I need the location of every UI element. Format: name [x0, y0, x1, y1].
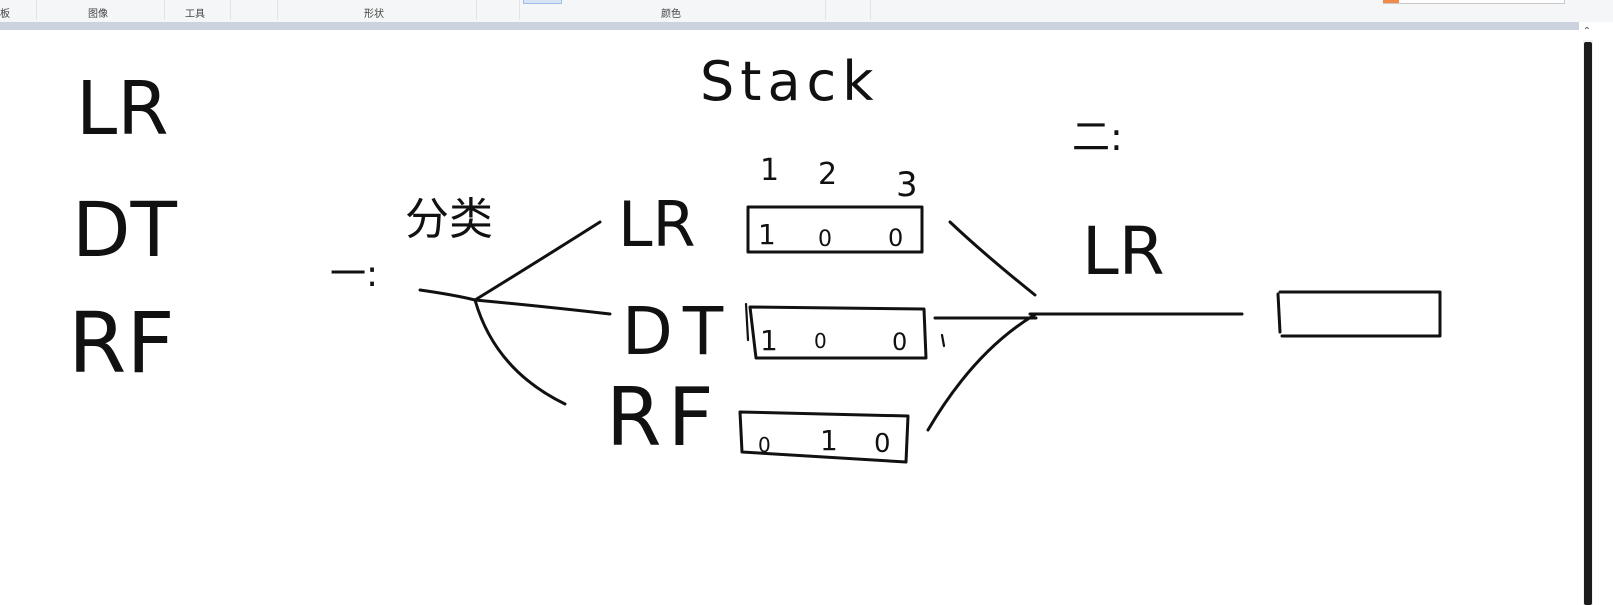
ribbon-separator [825, 0, 826, 20]
ribbon-separator [36, 0, 37, 20]
dt-cell-2: 0 [814, 329, 827, 353]
output-box-left-edge [1276, 292, 1282, 334]
dt-cell-3: 0 [892, 328, 907, 356]
output-box [1278, 290, 1442, 338]
column-header-1: 1 [760, 153, 779, 188]
lr-cell-3: 0 [888, 224, 903, 252]
ribbon-separator [277, 0, 278, 20]
prediction-box-rf [738, 410, 910, 464]
ribbon-separator [164, 0, 165, 20]
dt-right-tick [940, 333, 946, 348]
ribbon-group-clipboard-label: 板 [0, 9, 10, 20]
section-one-marker: 一: [330, 254, 378, 295]
model-label-lr: LR [618, 188, 696, 261]
prediction-box-dt [748, 305, 928, 360]
prediction-box-lr [746, 205, 924, 254]
meta-model-label: LR [1082, 213, 1165, 290]
left-label-dt: DT [72, 185, 178, 274]
rf-cell-1: 0 [758, 433, 771, 457]
root-stroke [418, 288, 477, 302]
ribbon-separator [230, 0, 231, 20]
column-header-2: 2 [818, 157, 837, 192]
lr-cell-1: 1 [758, 218, 776, 251]
lr-cell-2: 0 [818, 227, 832, 252]
classification-word: 分类 [405, 194, 493, 245]
scrollbar-thumb[interactable] [1584, 42, 1592, 605]
merge-line-lr [948, 220, 1037, 297]
ribbon-group-colors-label: 颜色 [661, 9, 681, 20]
ribbon-separator [870, 0, 871, 20]
left-label-rf: RF [68, 294, 175, 392]
column-header-3: 3 [896, 165, 918, 205]
model-label-dt: DT [622, 293, 733, 370]
dt-tick [744, 302, 750, 342]
dt-cell-1: 1 [760, 324, 778, 357]
paint3d-icon [1383, 0, 1399, 3]
chevron-up-icon[interactable]: ⌃ [1582, 26, 1592, 37]
branch-to-dt [473, 298, 612, 316]
workspace-frame [0, 22, 1613, 30]
branch-to-lr [473, 220, 602, 302]
drawing-canvas[interactable] [0, 30, 1579, 605]
merge-line-rf [926, 312, 1038, 432]
ribbon-separator [519, 0, 520, 20]
left-label-lr: LR [76, 66, 169, 152]
model-label-rf: RF [606, 371, 720, 464]
stack-title: Stack [700, 50, 880, 113]
section-two-marker: 二: [1072, 115, 1123, 159]
rf-cell-2: 1 [820, 424, 838, 457]
branch-to-rf [473, 298, 567, 406]
ribbon-group-image-label: 图像 [88, 9, 108, 20]
color-1-selector[interactable] [523, 0, 562, 4]
ribbon-group-tools-label: 工具 [185, 9, 205, 20]
ribbon-separator [476, 0, 477, 20]
rf-cell-3: 0 [874, 429, 891, 459]
ribbon-group-shapes-label: 形状 [364, 9, 384, 20]
